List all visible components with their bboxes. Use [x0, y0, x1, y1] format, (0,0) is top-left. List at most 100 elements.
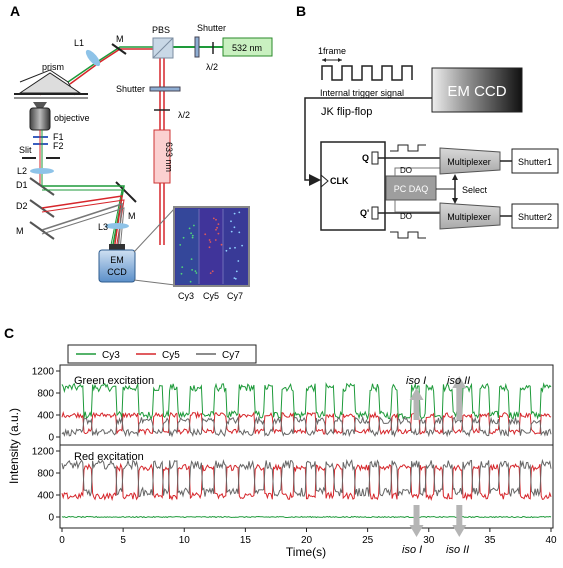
iso2-bottom-label: iso II	[446, 544, 469, 556]
pin-clk: CLK	[330, 176, 349, 186]
label-objective: objective	[54, 113, 90, 123]
x-tick-label: 25	[362, 535, 374, 546]
x-tick-label: 5	[120, 535, 126, 546]
iso1-top-label: iso I	[406, 375, 426, 387]
ccd-spot	[211, 270, 214, 273]
ccd-spot	[234, 246, 236, 249]
ccd-spot	[190, 232, 193, 235]
label-L2: L2	[17, 166, 27, 176]
ccd-spot	[209, 241, 212, 243]
iso-arrow-down-head	[452, 525, 467, 537]
mirror-M-top	[111, 43, 127, 55]
legend-box	[67, 344, 257, 364]
ccd-spot	[230, 220, 232, 223]
ccd-spot	[194, 270, 197, 272]
series-cy5-green	[61, 410, 552, 436]
ccd-spot	[238, 231, 241, 234]
green-beam-path	[67, 46, 155, 83]
label-do-top: DO	[400, 166, 412, 175]
red-excitation-title: Red excitation	[74, 451, 144, 463]
ccd-spot	[229, 247, 231, 250]
ccd-spot	[212, 217, 215, 220]
emccd-box	[431, 67, 523, 113]
x-tick-label: 35	[484, 535, 496, 546]
label-D1: D1	[16, 180, 28, 190]
ccd-spot	[215, 218, 217, 221]
label-select: Select	[462, 185, 488, 195]
series-cy3-red	[61, 515, 552, 519]
iso-arrow-up-head	[409, 388, 424, 400]
label-emccd-1: EM	[110, 255, 124, 265]
q-wave	[390, 144, 426, 152]
laser-633	[153, 129, 171, 184]
ccd-spot	[233, 212, 236, 215]
label-slit: Slit	[19, 145, 32, 155]
x-tick-label: 30	[423, 535, 435, 546]
dichroic-D2	[29, 199, 55, 218]
emccd-camera	[98, 249, 136, 283]
iso-arrow-down-head	[409, 525, 424, 537]
series-cy7-red	[61, 458, 552, 498]
ccd-spot	[191, 234, 194, 237]
label-emccd-2: CCD	[107, 267, 127, 277]
ccd-spot	[208, 239, 211, 241]
label-F2: F2	[53, 141, 64, 151]
shutter-mid	[149, 86, 181, 92]
multiplexer-top	[439, 147, 501, 175]
ccd-spot	[204, 233, 207, 236]
iso1-bottom-label: iso I	[402, 544, 422, 556]
ccd-spot	[190, 258, 193, 260]
ccd-spot	[182, 236, 185, 239]
lens-L2	[30, 168, 54, 174]
y-tick-label: 400	[37, 411, 54, 422]
ccd-spot	[230, 230, 233, 233]
series-cy7-green	[61, 415, 552, 438]
iso-arrows	[409, 376, 467, 537]
label-F1: F1	[53, 132, 64, 142]
panel-b: B 1frame Internal trigger signal EM CCD …	[296, 3, 559, 239]
red-excitation-plot	[61, 458, 552, 519]
ccd-spot	[217, 232, 220, 235]
ccd-spot	[195, 272, 198, 274]
ccd-spot	[208, 246, 211, 249]
label-do-bottom: DO	[400, 212, 412, 221]
ccd-spot	[180, 272, 183, 275]
ccd-spot	[214, 239, 217, 241]
label-mux-bottom: Multiplexer	[447, 212, 491, 222]
legend-label-cy5: Cy5	[162, 350, 180, 361]
label-M-right: M	[128, 211, 136, 221]
y-tick-label: 800	[37, 469, 54, 480]
label-shutter2: Shutter2	[518, 212, 552, 222]
ccd-spot	[217, 223, 220, 226]
label-L3: L3	[98, 222, 108, 232]
multiplexer-bottom	[439, 202, 501, 230]
y-axis-label: Intensity (a.u.)	[7, 408, 21, 484]
label-M-left: M	[16, 226, 24, 236]
x-tick-label: 20	[301, 535, 313, 546]
label-channel-cy5: Cy5	[203, 291, 219, 301]
legend-label-cy3: Cy3	[102, 350, 120, 361]
label-pbs: PBS	[152, 25, 170, 35]
ccd-spot	[238, 211, 241, 214]
ccd-spot	[191, 269, 194, 271]
green-excitation-title: Green excitation	[74, 375, 154, 387]
y-tick-label: 1200	[32, 367, 55, 378]
x-tick-label: 0	[59, 535, 65, 546]
x-axis-label: Time(s)	[286, 545, 326, 559]
y-tick-label: 0	[48, 513, 54, 524]
y-tick-label: 400	[37, 491, 54, 502]
panel-b-label: B	[296, 3, 306, 19]
label-shutter-top: Shutter	[197, 23, 226, 33]
label-laser-633: 633 nm	[164, 142, 174, 172]
ccd-spot	[233, 226, 236, 229]
label-daq: PC DAQ	[394, 184, 429, 194]
ccd-spot	[215, 228, 217, 231]
mirror-M-left	[29, 221, 55, 240]
x-tick-label: 40	[545, 535, 557, 546]
shutter1-box	[511, 148, 559, 174]
red-beam-path	[69, 48, 155, 85]
ccd-spot	[209, 272, 212, 274]
ccd-spot	[233, 277, 236, 279]
